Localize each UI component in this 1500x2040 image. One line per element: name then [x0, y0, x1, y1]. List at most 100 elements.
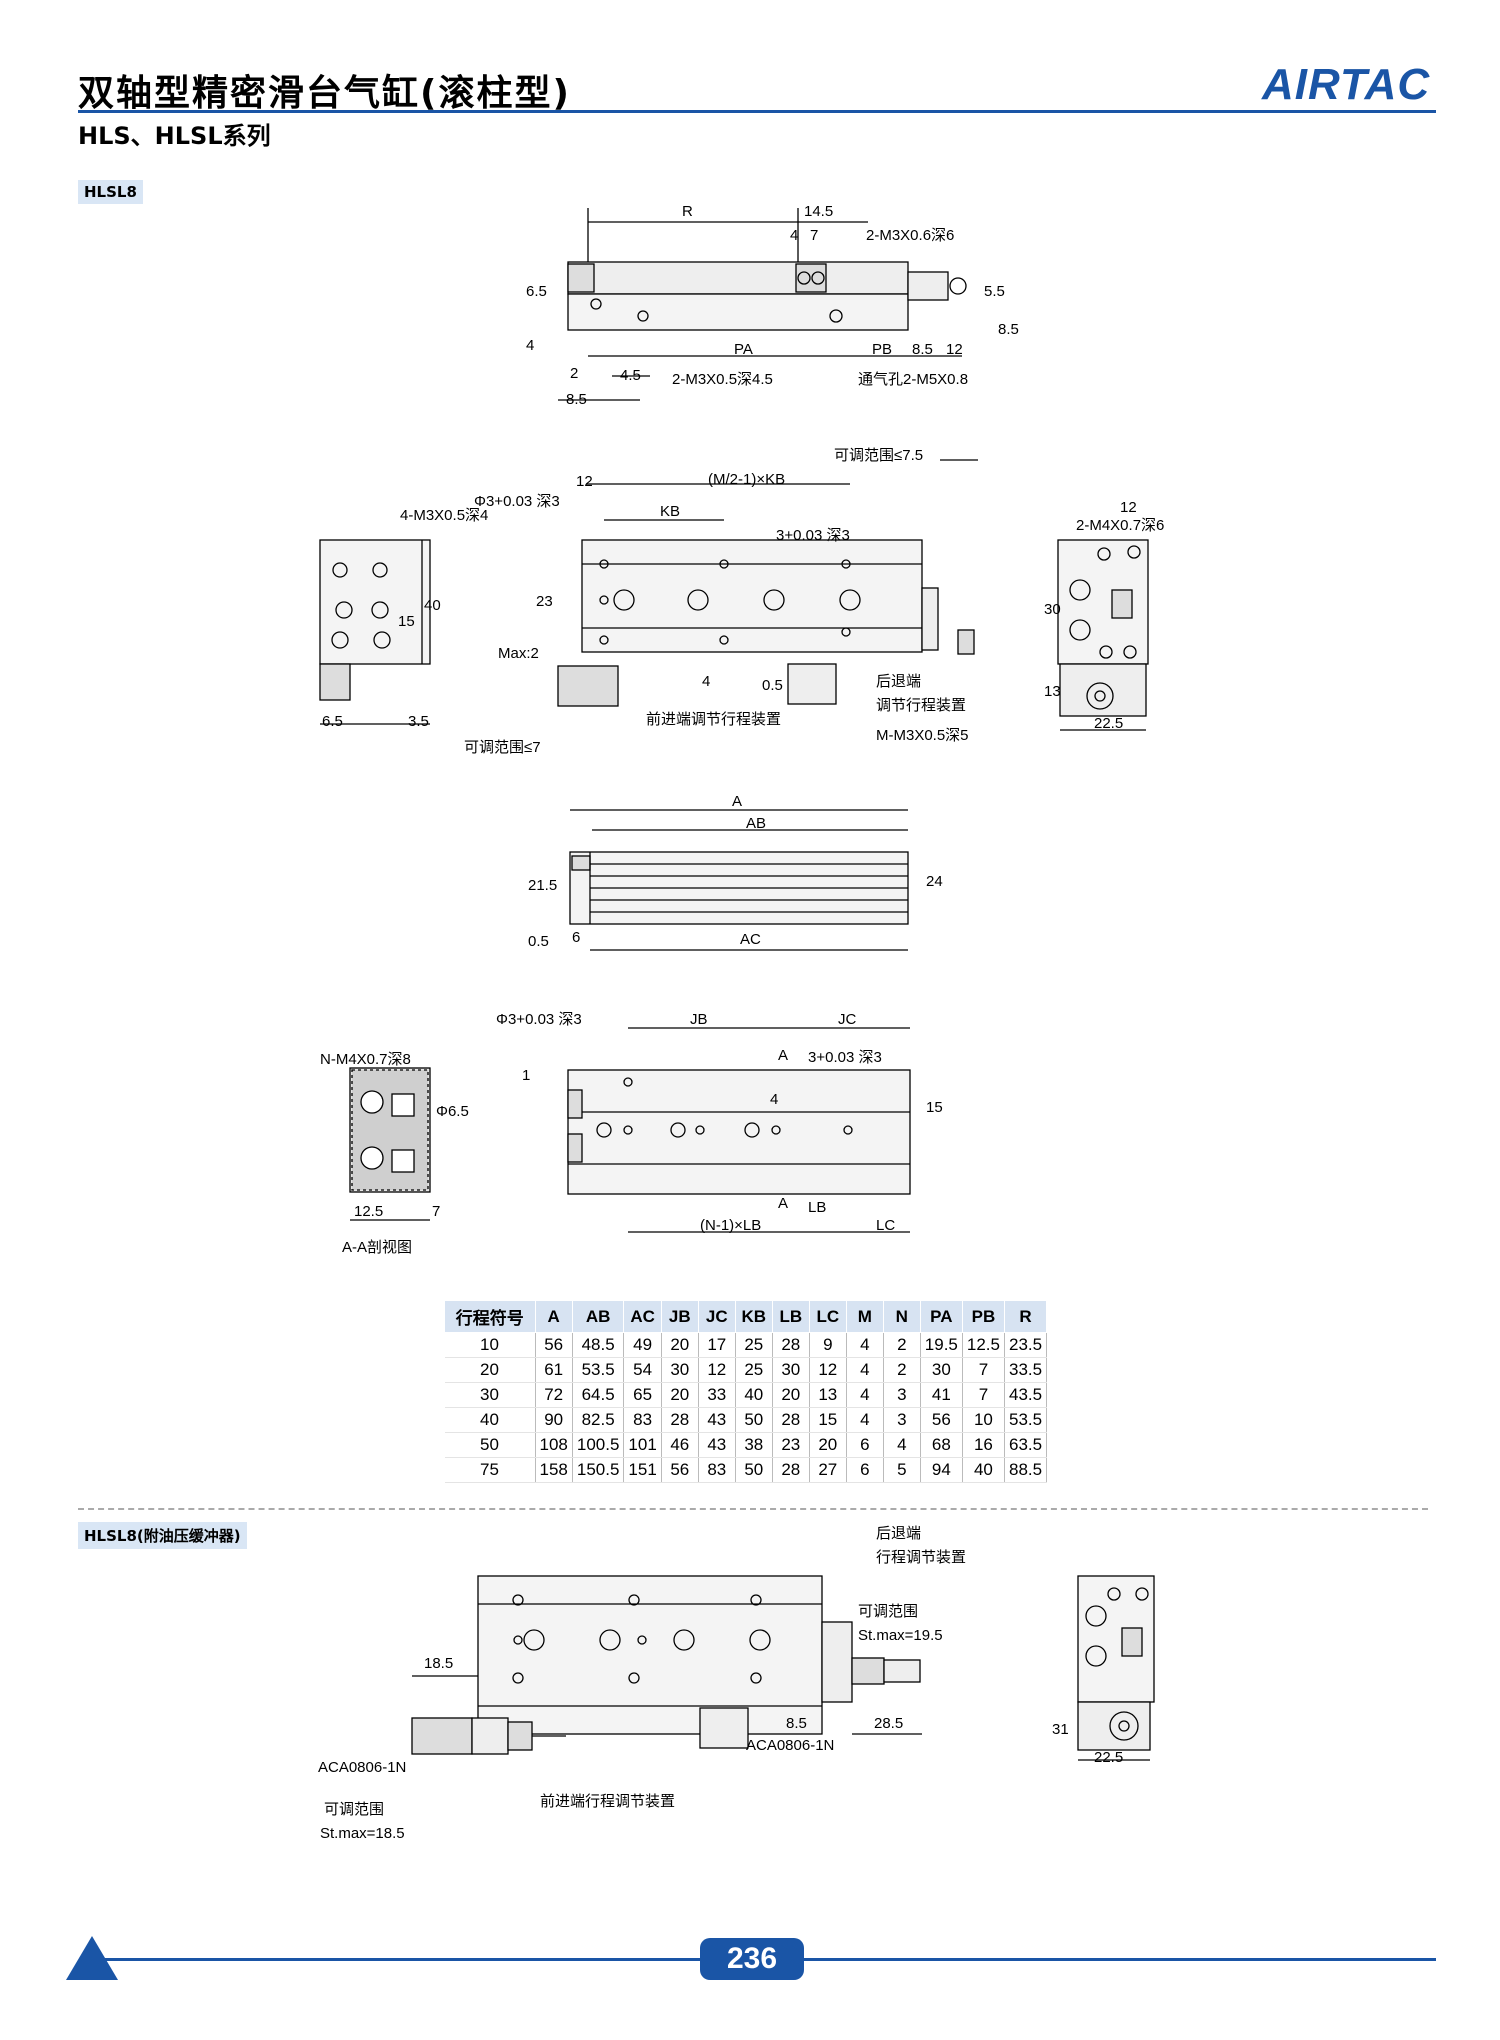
table-cell: 101	[623, 1432, 662, 1458]
table-cell: 7	[962, 1357, 1005, 1383]
table-cell: 10	[444, 1332, 536, 1358]
table-cell: 30	[661, 1357, 699, 1383]
buffer-dim-8-5: 8.5	[786, 1715, 807, 1732]
table-cell: 20	[444, 1357, 536, 1383]
buffer-rear-adjust: 行程调节装置	[876, 1549, 966, 1566]
table-cell: 68	[920, 1432, 963, 1458]
table-cell: 30	[444, 1382, 536, 1408]
table-cell: 61	[535, 1357, 573, 1383]
table-cell: 53.5	[1004, 1407, 1048, 1433]
table-header-cell: A	[534, 1300, 573, 1333]
dim-21-5: 21.5	[528, 877, 557, 894]
adj-range-front: 可调范围≤7	[464, 739, 541, 756]
buffer-dim-18-5: 18.5	[424, 1655, 453, 1672]
dim-6: 6	[572, 929, 580, 946]
table-header-cell: LC	[808, 1300, 847, 1333]
front-view-drawing	[319, 459, 1149, 731]
table-cell: 90	[535, 1407, 573, 1433]
buffer-aca-front: ACA0806-1N	[318, 1759, 406, 1776]
dim-15-lower: 15	[926, 1099, 943, 1116]
table-cell: 108	[535, 1432, 573, 1458]
phi-6-5: Φ6.5	[436, 1103, 469, 1120]
dim-kb: KB	[660, 503, 680, 520]
table-cell: 4	[846, 1407, 884, 1433]
table-cell: 88.5	[1004, 1457, 1048, 1483]
table-header-cell: M	[845, 1300, 884, 1333]
dim-4-5: 4.5	[620, 367, 641, 384]
table-cell: 4	[846, 1357, 884, 1383]
table-cell: 3	[883, 1407, 921, 1433]
table-cell: 12	[698, 1357, 736, 1383]
buffer-view-drawing	[411, 1575, 1155, 1761]
table-cell: 56	[920, 1407, 963, 1433]
table-cell: 10	[962, 1407, 1005, 1433]
table-cell: 12	[809, 1357, 847, 1383]
table-cell: 43.5	[1004, 1382, 1048, 1408]
table-cell: 6	[846, 1432, 884, 1458]
table-cell: 28	[772, 1407, 810, 1433]
table-cell: 40	[735, 1382, 773, 1408]
table-cell: 20	[809, 1432, 847, 1458]
dim-ab: AB	[746, 815, 766, 832]
dim-6-5: 6.5	[526, 283, 547, 300]
buffer-adj-range: 可调范围	[858, 1603, 918, 1620]
table-cell: 64.5	[572, 1382, 625, 1408]
bottom-view-drawing	[569, 809, 909, 951]
dim-24: 24	[926, 873, 943, 890]
table-header-cell: R	[1003, 1300, 1048, 1333]
table-header-cell: PA	[919, 1300, 963, 1333]
dim-4-lower: 4	[770, 1091, 778, 1108]
dim-2: 2	[570, 365, 578, 382]
table-cell: 13	[809, 1382, 847, 1408]
table-cell: 48.5	[572, 1332, 625, 1358]
section-tag-hlsl8-buffer: HLSL8(附油压缓冲器)	[78, 1522, 247, 1549]
dim-14-5: 14.5	[804, 203, 833, 220]
table-cell: 4	[846, 1332, 884, 1358]
dim-jc: JC	[838, 1011, 857, 1028]
thread-2-m3x0-6: 2-M3X0.6深6	[866, 227, 954, 244]
table-cell: 2	[883, 1332, 921, 1358]
table-cell: 43	[698, 1432, 736, 1458]
rear-adjust-label: 调节行程装置	[876, 697, 966, 714]
buffer-st-max-rear: St.max=19.5	[858, 1627, 943, 1644]
table-cell: 25	[735, 1357, 773, 1383]
table-header-cell: PB	[961, 1300, 1005, 1333]
max-2: Max:2	[498, 645, 539, 662]
table-cell: 33.5	[1004, 1357, 1048, 1383]
table-cell: 7	[962, 1382, 1005, 1408]
rear-end-label: 后退端	[876, 673, 921, 690]
table-cell: 50	[735, 1457, 773, 1483]
lower-view-drawing	[349, 1027, 911, 1233]
dim-pb: PB	[872, 341, 892, 358]
table-cell: 50	[735, 1407, 773, 1433]
top-view-drawing	[558, 208, 967, 401]
table-cell: 28	[661, 1407, 699, 1433]
table-cell: 12.5	[962, 1332, 1005, 1358]
dim-0-5-bottom: 0.5	[528, 933, 549, 950]
buffer-adj-range-front: 可调范围	[324, 1801, 384, 1818]
hole-phi3-lower: Φ3+0.03 深3	[496, 1011, 582, 1028]
dim-7: 7	[810, 227, 818, 244]
front-adjust-label: 前进端调节行程装置	[646, 711, 781, 728]
table-cell: 20	[772, 1382, 810, 1408]
table-cell: 17	[698, 1332, 736, 1358]
dim-r: R	[682, 203, 693, 220]
table-cell: 25	[735, 1332, 773, 1358]
dim-0-5-front: 0.5	[762, 677, 783, 694]
dim-12-right: 12	[1120, 499, 1137, 516]
table-cell: 65	[623, 1382, 662, 1408]
table-cell: 41	[920, 1382, 963, 1408]
buffer-dim-28-5: 28.5	[874, 1715, 903, 1732]
table-header-cell: JC	[697, 1300, 736, 1333]
table-cell: 23	[772, 1432, 810, 1458]
dim-5-5: 5.5	[984, 283, 1005, 300]
hole-vertical-lower: 3+0.03 深3	[808, 1049, 882, 1066]
table-cell: 56	[661, 1457, 699, 1483]
